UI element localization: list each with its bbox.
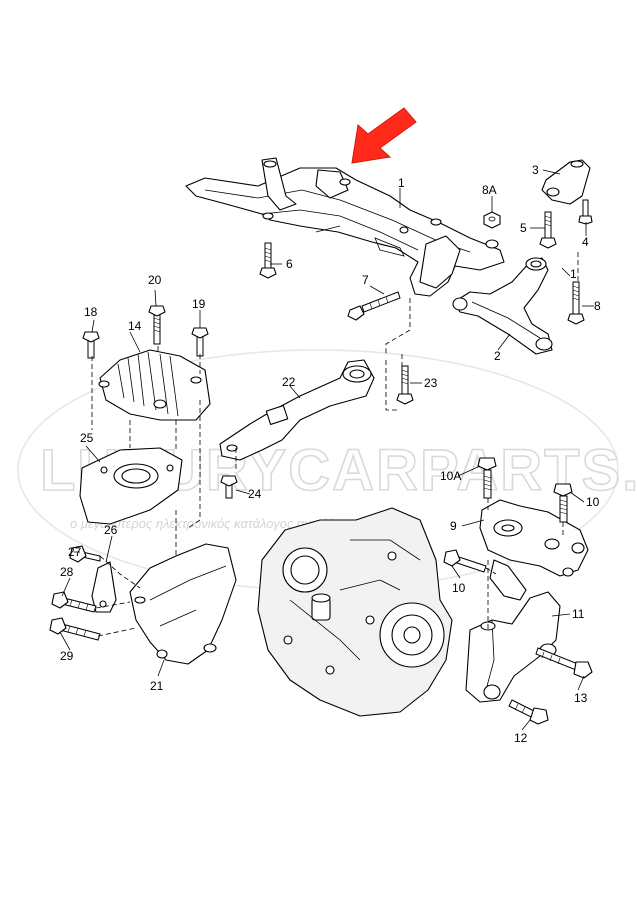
torque-arm — [219, 359, 375, 461]
bolt-7 — [347, 291, 401, 321]
bolt-28 — [51, 591, 97, 613]
engine-mount — [98, 349, 211, 421]
bolt-10-left — [443, 549, 487, 573]
callout-labels: 1 2 3 4 5 6 7 8 8A 1 9 10 10 10A 11 12 1… — [60, 163, 601, 745]
callout-13: 13 — [574, 691, 588, 705]
indicator-arrow — [351, 107, 417, 164]
callout-3: 3 — [532, 163, 539, 177]
subframe — [185, 157, 505, 297]
bolt-23 — [396, 365, 414, 405]
callout-8a: 8A — [482, 183, 497, 197]
callout-6: 6 — [286, 257, 293, 271]
callout-10a: 10A — [440, 469, 461, 483]
bolt-20 — [148, 305, 166, 345]
callout-21: 21 — [150, 679, 164, 693]
bolt-5 — [539, 211, 557, 249]
callout-2: 2 — [494, 349, 501, 363]
bolt-6 — [259, 242, 277, 279]
bolt-19 — [191, 327, 209, 357]
callout-26: 26 — [104, 523, 118, 537]
mount-plate — [79, 447, 183, 525]
callout-8: 8 — [594, 299, 601, 313]
callout-20: 20 — [148, 273, 162, 287]
callout-9: 9 — [450, 519, 457, 533]
bolt-8 — [567, 281, 585, 325]
callout-22: 22 — [282, 375, 296, 389]
callout-24: 24 — [248, 487, 262, 501]
callout-10-right: 10 — [586, 495, 600, 509]
control-arm — [452, 257, 553, 355]
callout-5: 5 — [520, 221, 527, 235]
callout-1: 1 — [398, 176, 405, 190]
callout-10-left: 10 — [452, 581, 466, 595]
callout-14: 14 — [128, 319, 142, 333]
callout-11: 11 — [572, 607, 585, 621]
bracket-strap — [91, 561, 117, 613]
callout-12: 12 — [514, 731, 528, 745]
bolt-24 — [220, 475, 238, 499]
callout-23: 23 — [424, 376, 438, 390]
callout-4: 4 — [582, 235, 589, 249]
lower-bracket — [129, 543, 237, 665]
callout-1b: 1 — [570, 267, 577, 281]
callout-28: 28 — [60, 565, 74, 579]
bolt-18 — [82, 331, 100, 359]
gearbox — [257, 507, 453, 717]
gearbox-mount — [479, 499, 589, 601]
bolts — [49, 199, 593, 725]
nut-8a — [483, 211, 501, 229]
callout-7: 7 — [362, 273, 369, 287]
callout-19: 19 — [192, 297, 206, 311]
callout-27: 27 — [68, 545, 82, 559]
bolt-12 — [508, 699, 549, 725]
callout-25: 25 — [80, 431, 94, 445]
bolt-10-right — [553, 483, 573, 523]
gearbox-bracket — [465, 591, 561, 703]
small-bracket — [541, 159, 591, 205]
leader-lines — [59, 169, 594, 731]
bolt-4 — [578, 199, 593, 225]
bolt-27 — [69, 545, 101, 563]
bolt-29 — [49, 617, 101, 641]
callout-18: 18 — [84, 305, 98, 319]
bolt-10a — [477, 457, 497, 499]
bolt-13 — [535, 647, 593, 679]
callout-29: 29 — [60, 649, 74, 663]
